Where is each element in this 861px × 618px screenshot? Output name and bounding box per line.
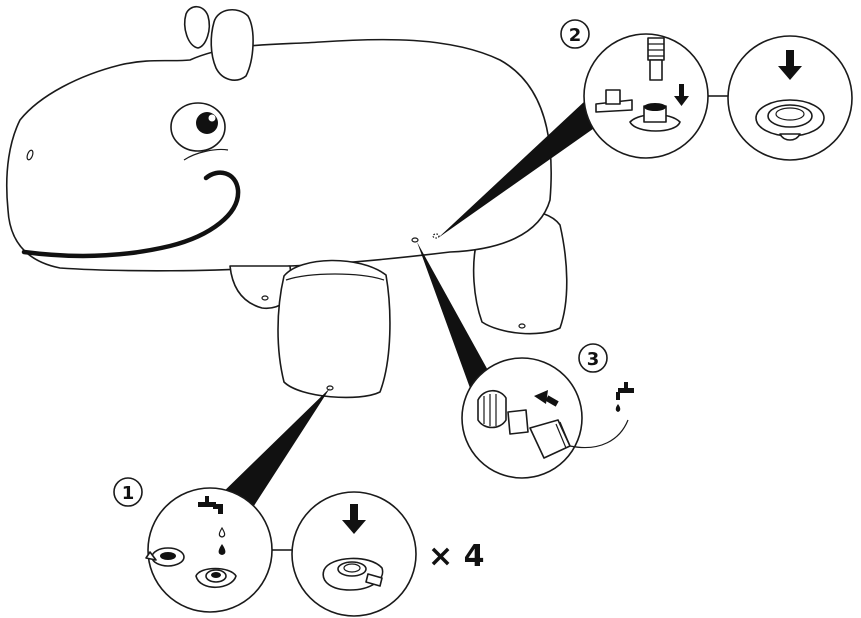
callout-pointer-2 bbox=[438, 100, 600, 238]
body-valve-air bbox=[432, 233, 440, 239]
hippo-nostril bbox=[26, 149, 34, 161]
step-2-badge bbox=[560, 19, 590, 49]
tap-icon bbox=[615, 382, 634, 412]
air-tube-icon bbox=[647, 37, 665, 81]
hose-connector-icon bbox=[477, 389, 629, 459]
water-drops-icon bbox=[218, 526, 226, 555]
leg-seam bbox=[285, 273, 385, 281]
step-3-number: 3 bbox=[587, 349, 600, 370]
leg-valve-far bbox=[518, 323, 526, 329]
step-2-group: 2 bbox=[560, 19, 853, 161]
step-3-badge bbox=[578, 343, 608, 373]
hippo-pupil bbox=[196, 112, 218, 134]
callout-pointer-3 bbox=[417, 242, 490, 388]
valve-icon bbox=[595, 89, 681, 132]
closed-valve-icon bbox=[755, 99, 825, 141]
tap-icon bbox=[198, 496, 223, 514]
multiplier-label: × 4 bbox=[428, 539, 484, 574]
step-1-result-circle bbox=[291, 491, 417, 617]
down-arrow-icon bbox=[674, 84, 689, 106]
down-arrow-icon bbox=[778, 50, 802, 80]
step-2-result-circle bbox=[727, 35, 853, 161]
valve-icon bbox=[145, 547, 237, 589]
chest-valve bbox=[261, 295, 269, 301]
step-1-number: 1 bbox=[122, 483, 135, 504]
hippo-ear-back bbox=[183, 5, 211, 49]
body-valve-hose bbox=[411, 237, 419, 243]
hippo-illustration bbox=[5, 5, 568, 399]
down-arrow-icon bbox=[342, 504, 366, 534]
step-2-number: 2 bbox=[569, 25, 582, 46]
hippo-ear-front bbox=[210, 9, 254, 81]
step-1-badge bbox=[113, 477, 143, 507]
hippo-smile bbox=[21, 170, 241, 259]
leg-valve-near bbox=[326, 385, 334, 391]
hippo-cheek-line bbox=[183, 148, 229, 161]
step-1-group: 1 bbox=[113, 477, 484, 617]
hippo-front-leg-near bbox=[277, 259, 391, 399]
closed-valve-icon bbox=[322, 557, 384, 591]
callout-pointer-1 bbox=[215, 388, 330, 512]
step-2-detail-circle bbox=[583, 33, 709, 159]
hippo-body bbox=[5, 38, 552, 272]
hippo-eye-glint bbox=[208, 114, 216, 122]
step-3-group: 3 bbox=[461, 343, 634, 479]
left-arrow-icon bbox=[534, 390, 559, 407]
